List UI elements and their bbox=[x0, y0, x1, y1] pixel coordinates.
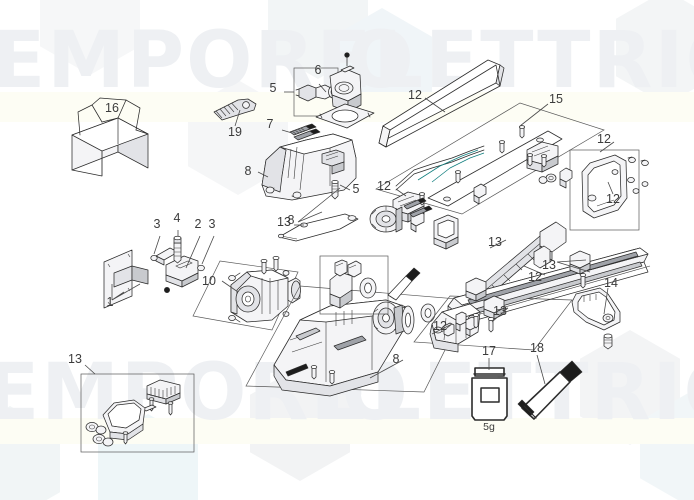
part-angle-bracket bbox=[571, 287, 621, 350]
cover-kit-small-parts bbox=[527, 153, 573, 189]
part-mounting-plate bbox=[103, 249, 149, 309]
callout-2: 2 bbox=[195, 217, 202, 231]
callout-10: 10 bbox=[202, 274, 216, 288]
part-magnets bbox=[465, 250, 591, 333]
part-screw-set bbox=[289, 123, 321, 141]
callout-8b: 8 bbox=[288, 213, 295, 227]
jar-weight-label: 5g bbox=[483, 421, 495, 433]
callout-18: 18 bbox=[530, 341, 544, 355]
part-grease-tube bbox=[517, 360, 583, 420]
part-control-unit bbox=[375, 102, 605, 233]
callout-13d: 13 bbox=[493, 304, 507, 318]
callout-17: 17 bbox=[482, 344, 496, 358]
leader-lines bbox=[84, 83, 615, 385]
callout-1: 1 bbox=[107, 295, 114, 309]
callout-3b: 3 bbox=[209, 217, 216, 231]
rail-clips bbox=[443, 311, 480, 337]
part-cover-channel bbox=[378, 59, 505, 148]
part-internal-bracket bbox=[319, 255, 389, 315]
part-enclosure-cover-kit bbox=[527, 149, 649, 231]
callout-4: 4 bbox=[174, 211, 181, 225]
callout-13a: 13 bbox=[277, 215, 291, 229]
callout-5b: 5 bbox=[353, 182, 360, 196]
cable-glands bbox=[85, 422, 129, 447]
callout-labels: 1 2 3 3 4 5 5 6 7 8 8 8 10 12 12 12 12 1… bbox=[68, 63, 620, 433]
part-rail-assembly bbox=[413, 247, 651, 353]
callout-8a: 8 bbox=[245, 164, 252, 178]
part-cover-housing bbox=[261, 133, 357, 201]
callout-15: 15 bbox=[549, 92, 563, 106]
enclosure-hardware bbox=[627, 156, 649, 194]
part-board-kit-hardware bbox=[369, 197, 459, 250]
callout-5a: 5 bbox=[270, 81, 277, 95]
callout-13c: 13 bbox=[542, 258, 556, 272]
callout-7: 7 bbox=[267, 117, 274, 131]
callout-12c: 12 bbox=[597, 132, 611, 146]
callout-8c: 8 bbox=[393, 352, 400, 366]
callout-19: 19 bbox=[228, 125, 242, 139]
callout-12b: 12 bbox=[377, 179, 391, 193]
callout-13b: 13 bbox=[488, 235, 502, 249]
part-chassis-base bbox=[245, 255, 471, 397]
callout-13e: 13 bbox=[68, 352, 82, 366]
callout-12a: 12 bbox=[408, 88, 422, 102]
part-release-screw bbox=[331, 180, 339, 200]
callout-12f: 12 bbox=[433, 319, 447, 333]
part-gear-pulley bbox=[369, 205, 403, 233]
part-grease-nozzle bbox=[387, 267, 421, 301]
callout-3a: 3 bbox=[154, 217, 161, 231]
callout-6: 6 bbox=[315, 63, 322, 77]
part-release-key bbox=[213, 98, 257, 121]
callout-12d: 12 bbox=[606, 192, 620, 206]
part-pivot-link bbox=[150, 235, 205, 293]
callout-16: 16 bbox=[105, 101, 119, 115]
part-electric-motor bbox=[192, 256, 301, 331]
part-lock-assembly-group bbox=[293, 52, 375, 129]
part-grease-jar bbox=[471, 367, 508, 421]
callout-12e: 12 bbox=[528, 270, 542, 284]
part-carton-box bbox=[71, 97, 149, 177]
part-gear-stack bbox=[372, 301, 415, 335]
callout-14: 14 bbox=[604, 276, 618, 290]
part-accessory-kit-box bbox=[80, 373, 195, 453]
